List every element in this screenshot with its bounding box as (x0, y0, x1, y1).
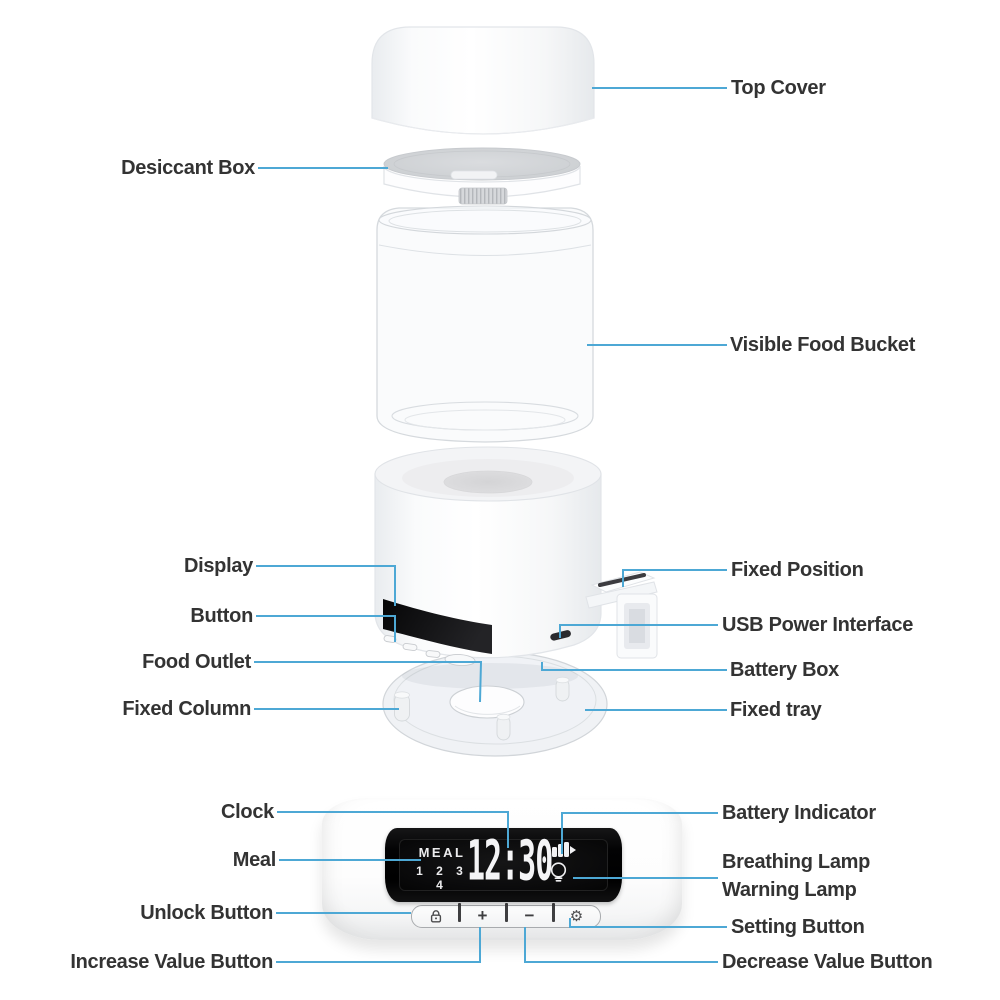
label-desiccant-box: Desiccant Box (121, 157, 255, 179)
clock-display: 12:30 (467, 829, 553, 895)
label-visible-food-bucket: Visible Food Bucket (730, 334, 916, 356)
control-panel-buttons: + − ⚙ (411, 903, 601, 928)
desiccant-handle (450, 170, 498, 180)
label-display: Display (183, 555, 253, 577)
label-decrease-value-button: Decrease Value Button (722, 951, 933, 973)
padlock-icon (430, 910, 441, 923)
hopper-funnel (443, 470, 533, 494)
label-breathing-lamp: Breathing Lamp (722, 851, 871, 873)
label-battery-box: Battery Box (730, 659, 839, 681)
label-clock: Clock (221, 801, 274, 823)
button-separator (552, 903, 555, 922)
label-fixed-tray: Fixed tray (730, 699, 822, 721)
meal-label: MEAL (418, 845, 466, 860)
label-unlock-button: Unlock Button (140, 902, 273, 924)
meal-indicator: MEAL 1 2 3 4 (409, 845, 475, 892)
main-body-shape (374, 446, 602, 667)
label-warning-lamp: Warning Lamp (722, 879, 857, 901)
unlock-button (412, 906, 459, 927)
desiccant-knob (458, 187, 508, 205)
food-bucket-shape (376, 205, 594, 443)
label-food-outlet: Food Outlet (142, 651, 251, 673)
battery-indicator-icon (552, 840, 579, 857)
label-fixed-position: Fixed Position (731, 559, 864, 581)
desiccant-box-shape (383, 147, 581, 205)
button-separator (458, 903, 461, 922)
increase-value-button: + (477, 906, 488, 925)
meal-numbers: 1 2 3 4 (416, 864, 468, 892)
gear-icon: ⚙ (569, 907, 584, 925)
label-button: Button (190, 605, 253, 627)
label-battery-indicator: Battery Indicator (722, 802, 876, 824)
button-separator (505, 903, 508, 922)
label-setting-button: Setting Button (731, 916, 865, 938)
control-panel-display: MEAL 1 2 3 4 12:30 (385, 828, 622, 902)
label-increase-value-button: Increase Value Button (70, 951, 273, 973)
device-display-shape (383, 599, 492, 654)
label-top-cover: Top Cover (731, 77, 826, 99)
decrease-value-button: − (524, 906, 535, 925)
setting-button: ⚙ (553, 906, 600, 927)
label-meal: Meal (232, 849, 277, 871)
bulb-icon (550, 862, 567, 882)
label-fixed-column: Fixed Column (122, 698, 251, 720)
label-usb-power-interface: USB Power Interface (722, 614, 914, 636)
top-cover-shape (371, 26, 595, 135)
food-outlet-shape (449, 685, 525, 719)
